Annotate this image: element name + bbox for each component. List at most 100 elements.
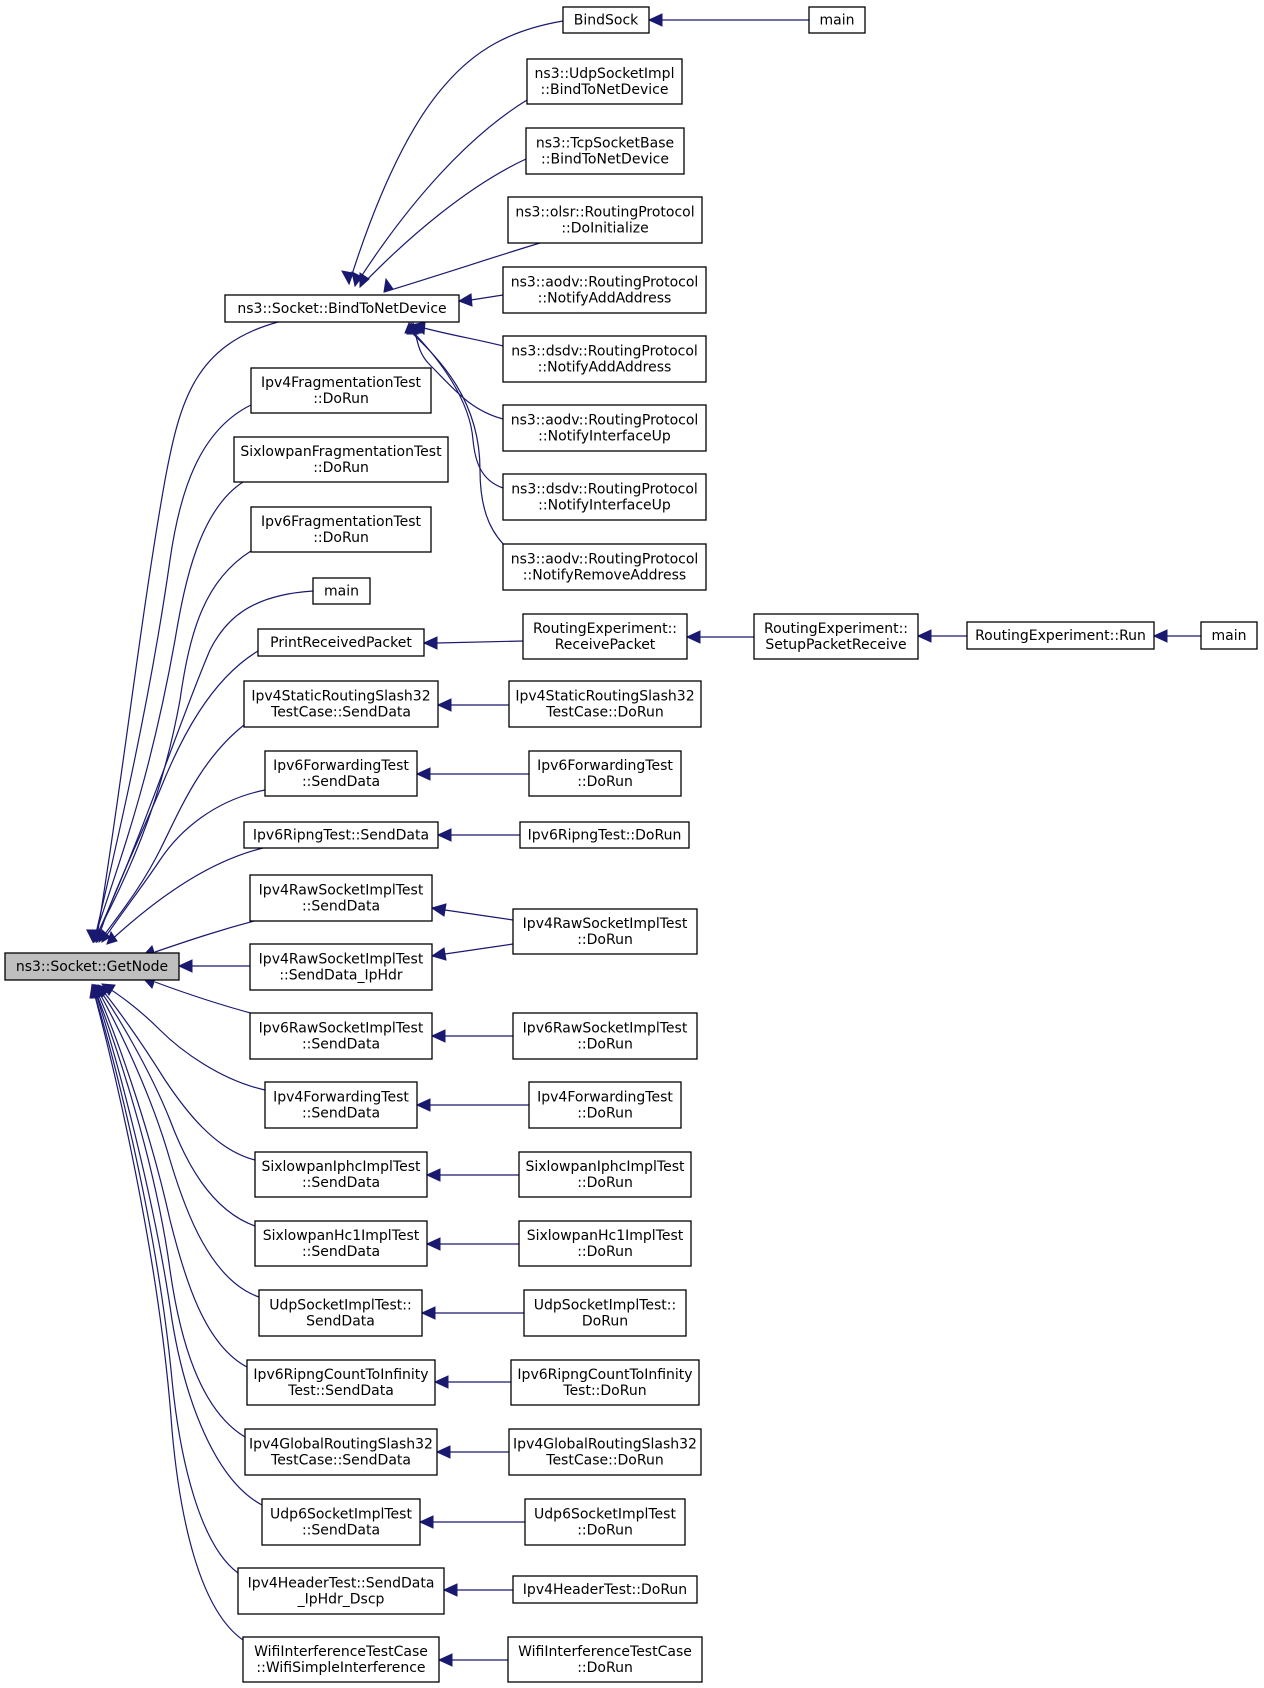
node-ipv4hdr_send[interactable]: Ipv4HeaderTest::SendData_IpHdr_Dscp bbox=[237, 1567, 445, 1615]
node-main_re[interactable]: main bbox=[1200, 621, 1258, 650]
node-box[interactable] bbox=[1200, 621, 1258, 650]
node-main_direct[interactable]: main bbox=[312, 577, 371, 605]
node-box[interactable] bbox=[507, 196, 703, 244]
node-ipv6raw_send[interactable]: Ipv6RawSocketImplTest::SendData bbox=[249, 1012, 433, 1060]
node-box[interactable] bbox=[250, 367, 432, 414]
node-box[interactable] bbox=[523, 1289, 687, 1337]
node-box[interactable] bbox=[753, 613, 919, 660]
node-box[interactable] bbox=[502, 335, 707, 383]
node-ripng_run[interactable]: Ipv6RipngTest::DoRun bbox=[519, 821, 690, 849]
node-box[interactable] bbox=[502, 543, 707, 591]
node-box[interactable] bbox=[508, 1428, 702, 1476]
node-ipv6fwd_run[interactable]: Ipv6ForwardingTest::DoRun bbox=[528, 750, 682, 797]
node-box[interactable] bbox=[237, 1567, 445, 1615]
node-box[interactable] bbox=[510, 1359, 700, 1406]
node-box[interactable] bbox=[257, 628, 425, 657]
node-box[interactable] bbox=[512, 1575, 698, 1604]
node-sixfrag[interactable]: SixlowpanFragmentationTest::DoRun bbox=[233, 436, 449, 483]
node-box[interactable] bbox=[508, 680, 702, 728]
node-re_setup[interactable]: RoutingExperiment::SetupPacketReceive bbox=[753, 613, 919, 660]
node-box[interactable] bbox=[502, 404, 707, 452]
node-box[interactable] bbox=[519, 821, 690, 849]
node-ipv4fwd_send[interactable]: Ipv4ForwardingTest::SendData bbox=[264, 1081, 418, 1129]
node-box[interactable] bbox=[502, 473, 707, 521]
node-box[interactable] bbox=[507, 1636, 703, 1683]
node-box[interactable] bbox=[261, 1498, 421, 1546]
node-box[interactable] bbox=[502, 266, 707, 314]
node-box[interactable] bbox=[966, 621, 1155, 650]
node-box[interactable] bbox=[233, 436, 449, 483]
node-tcp_bind[interactable]: ns3::TcpSocketBase::BindToNetDevice bbox=[525, 127, 685, 175]
node-box[interactable] bbox=[808, 6, 866, 34]
node-box[interactable] bbox=[522, 613, 688, 660]
node-bindsock[interactable]: BindSock bbox=[562, 6, 650, 34]
node-box[interactable] bbox=[254, 1220, 428, 1267]
node-aodv_up[interactable]: ns3::aodv::RoutingProtocol::NotifyInterf… bbox=[502, 404, 707, 452]
node-sixiphc_send[interactable]: SixlowpanIphcImplTest::SendData bbox=[254, 1151, 428, 1198]
node-box[interactable] bbox=[512, 908, 698, 955]
node-ipv6fwd_send[interactable]: Ipv6ForwardingTest::SendData bbox=[264, 750, 418, 797]
node-box[interactable] bbox=[249, 874, 433, 922]
node-ripng_send[interactable]: Ipv6RipngTest::SendData bbox=[243, 821, 439, 849]
node-dsdv_add[interactable]: ns3::dsdv::RoutingProtocol::NotifyAddAdd… bbox=[502, 335, 707, 383]
node-udpimpl_run[interactable]: UdpSocketImplTest::DoRun bbox=[523, 1289, 687, 1337]
node-box[interactable] bbox=[249, 943, 433, 991]
node-wifi_run[interactable]: WifiInterferenceTestCase::DoRun bbox=[507, 1636, 703, 1683]
node-sixhc1_send[interactable]: SixlowpanHc1ImplTest::SendData bbox=[254, 1220, 428, 1267]
node-box[interactable] bbox=[244, 1428, 438, 1476]
node-re_run[interactable]: RoutingExperiment::Run bbox=[966, 621, 1155, 650]
node-box[interactable] bbox=[528, 1081, 682, 1129]
node-box[interactable] bbox=[528, 750, 682, 797]
node-box[interactable] bbox=[4, 952, 180, 981]
node-ipv4global_send[interactable]: Ipv4GlobalRoutingSlash32TestCase::SendDa… bbox=[244, 1428, 438, 1476]
node-box[interactable] bbox=[254, 1151, 428, 1198]
node-bindtonetdevice[interactable]: ns3::Socket::BindToNetDevice bbox=[224, 294, 460, 323]
node-ipv4raw_run[interactable]: Ipv4RawSocketImplTest::DoRun bbox=[512, 908, 698, 955]
node-udp_bind[interactable]: ns3::UdpSocketImpl::BindToNetDevice bbox=[526, 58, 683, 105]
node-udp6_run[interactable]: Udp6SocketImplTest::DoRun bbox=[524, 1498, 686, 1546]
node-ipv4hdr_run[interactable]: Ipv4HeaderTest::DoRun bbox=[512, 1575, 698, 1604]
node-re_receive[interactable]: RoutingExperiment::ReceivePacket bbox=[522, 613, 688, 660]
node-box[interactable] bbox=[512, 1012, 698, 1060]
node-ipv4static_send[interactable]: Ipv4StaticRoutingSlash32TestCase::SendDa… bbox=[243, 680, 439, 728]
node-ipv4frag[interactable]: Ipv4FragmentationTest::DoRun bbox=[250, 367, 432, 414]
node-main_bindsock[interactable]: main bbox=[808, 6, 866, 34]
node-box[interactable] bbox=[264, 1081, 418, 1129]
node-box[interactable] bbox=[312, 577, 371, 605]
node-box[interactable] bbox=[250, 506, 432, 553]
node-ipv6frag[interactable]: Ipv6FragmentationTest::DoRun bbox=[250, 506, 432, 553]
node-box[interactable] bbox=[562, 6, 650, 34]
node-sixhc1_run[interactable]: SixlowpanHc1ImplTest::DoRun bbox=[518, 1220, 692, 1267]
node-box[interactable] bbox=[243, 821, 439, 849]
node-getnode[interactable]: ns3::Socket::GetNode bbox=[4, 952, 180, 981]
node-box[interactable] bbox=[243, 680, 439, 728]
node-box[interactable] bbox=[246, 1359, 436, 1406]
node-sixiphc_run[interactable]: SixlowpanIphcImplTest::DoRun bbox=[518, 1151, 692, 1198]
node-olsr_init[interactable]: ns3::olsr::RoutingProtocol::DoInitialize bbox=[507, 196, 703, 244]
node-udpimpl_send[interactable]: UdpSocketImplTest::SendData bbox=[258, 1289, 423, 1337]
node-box[interactable] bbox=[242, 1636, 440, 1683]
node-udp6_send[interactable]: Udp6SocketImplTest::SendData bbox=[261, 1498, 421, 1546]
node-ipv4raw_sendhdr[interactable]: Ipv4RawSocketImplTest::SendData_IpHdr bbox=[249, 943, 433, 991]
node-box[interactable] bbox=[518, 1220, 692, 1267]
node-box[interactable] bbox=[249, 1012, 433, 1060]
node-wifi_simple[interactable]: WifiInterferenceTestCase::WifiSimpleInte… bbox=[242, 1636, 440, 1683]
node-box[interactable] bbox=[518, 1151, 692, 1198]
node-dsdv_up[interactable]: ns3::dsdv::RoutingProtocol::NotifyInterf… bbox=[502, 473, 707, 521]
node-box[interactable] bbox=[525, 127, 685, 175]
node-printrecv[interactable]: PrintReceivedPacket bbox=[257, 628, 425, 657]
node-aodv_add[interactable]: ns3::aodv::RoutingProtocol::NotifyAddAdd… bbox=[502, 266, 707, 314]
node-ipv4fwd_run[interactable]: Ipv4ForwardingTest::DoRun bbox=[528, 1081, 682, 1129]
node-box[interactable] bbox=[264, 750, 418, 797]
node-box[interactable] bbox=[526, 58, 683, 105]
node-ipv6raw_run[interactable]: Ipv6RawSocketImplTest::DoRun bbox=[512, 1012, 698, 1060]
node-ipv4raw_send[interactable]: Ipv4RawSocketImplTest::SendData bbox=[249, 874, 433, 922]
node-box[interactable] bbox=[524, 1498, 686, 1546]
node-box[interactable] bbox=[258, 1289, 423, 1337]
node-box[interactable] bbox=[224, 294, 460, 323]
node-aodv_remove[interactable]: ns3::aodv::RoutingProtocol::NotifyRemove… bbox=[502, 543, 707, 591]
